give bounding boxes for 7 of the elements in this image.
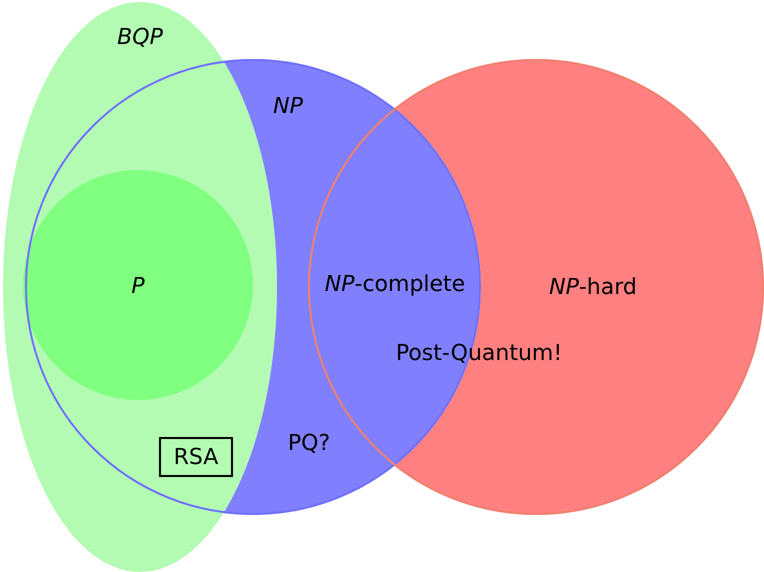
- set-label: P: [131, 274, 145, 300]
- set-label: BQP: [117, 26, 163, 50]
- set-label: NP: [273, 94, 303, 120]
- set-label: NP-hard: [549, 276, 637, 300]
- framed-label: RSA: [159, 437, 233, 477]
- region-label: NP-complete: [324, 272, 466, 298]
- region-label: PQ?: [288, 432, 330, 456]
